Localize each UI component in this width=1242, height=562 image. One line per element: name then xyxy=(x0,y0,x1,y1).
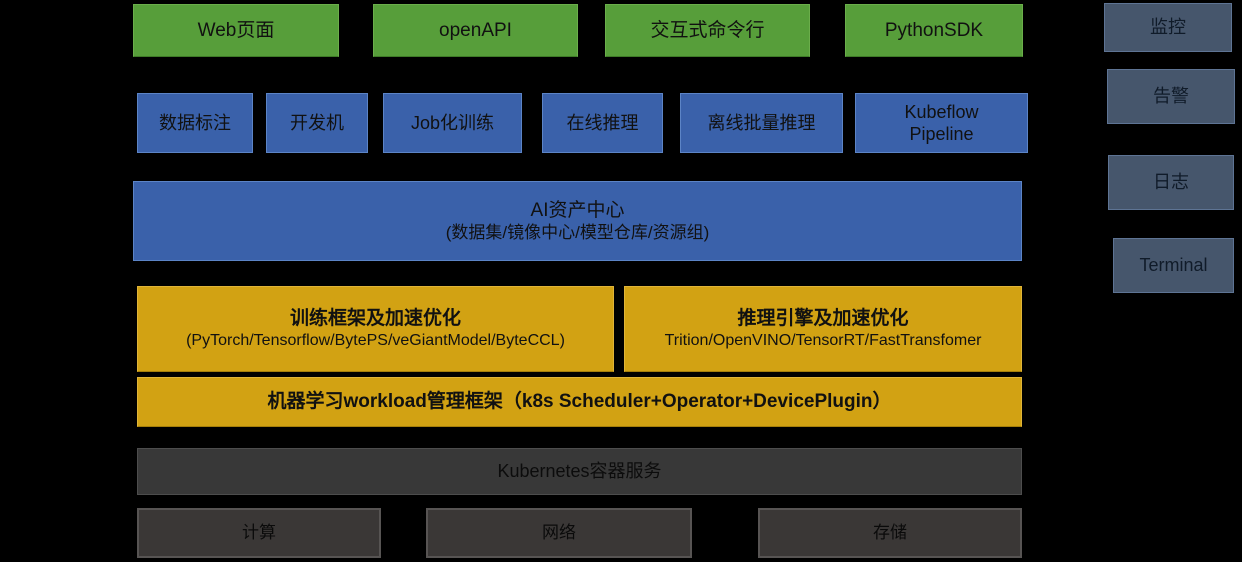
access-box-web-page-label: Web页面 xyxy=(197,19,275,41)
training-framework-title: 训练框架及加速优化 xyxy=(289,308,461,330)
module-box-data-annotation: 数据标注 xyxy=(137,93,253,153)
workload-management-label: 机器学习workload管理框架（k8s Scheduler+Operator+… xyxy=(267,391,892,413)
access-box-cli: 交互式命令行 xyxy=(605,4,810,57)
infra-box-compute-label: 计算 xyxy=(242,523,276,543)
workload-management-bar: 机器学习workload管理框架（k8s Scheduler+Operator+… xyxy=(137,377,1022,427)
module-box-kubeflow-pipeline-line2: Pipeline xyxy=(909,124,974,144)
kubernetes-service-label: Kubernetes容器服务 xyxy=(497,461,662,482)
module-box-job-training-label: Job化训练 xyxy=(410,112,495,133)
module-box-batch-inference: 离线批量推理 xyxy=(680,93,843,153)
ops-box-monitoring: 监控 xyxy=(1104,3,1232,52)
training-framework-box: 训练框架及加速优化 (PyTorch/Tensorflow/BytePS/veG… xyxy=(137,286,614,372)
access-box-openapi: openAPI xyxy=(373,4,578,57)
ops-box-monitoring-label: 监控 xyxy=(1150,17,1186,38)
access-box-python-sdk: PythonSDK xyxy=(845,4,1023,57)
module-box-kubeflow-pipeline-line1: Kubeflow xyxy=(904,101,979,122)
ops-box-alerting-label: 告警 xyxy=(1153,86,1189,107)
ai-asset-center-title: AI资产中心 xyxy=(530,199,625,221)
module-box-data-annotation-label: 数据标注 xyxy=(159,112,231,133)
ai-asset-center-box: AI资产中心 (数据集/镜像中心/模型仓库/资源组) xyxy=(133,181,1022,261)
access-box-web-page: Web页面 xyxy=(133,4,339,57)
ops-box-terminal: Terminal xyxy=(1113,238,1234,293)
ai-asset-center-subtitle: (数据集/镜像中心/模型仓库/资源组) xyxy=(445,223,710,243)
module-box-online-inference: 在线推理 xyxy=(542,93,663,153)
module-box-job-training: Job化训练 xyxy=(383,93,522,153)
inference-engine-box: 推理引擎及加速优化 Trition/OpenVINO/TensorRT/Fast… xyxy=(624,286,1022,372)
access-box-python-sdk-label: PythonSDK xyxy=(884,19,984,41)
access-box-openapi-label: openAPI xyxy=(439,19,512,41)
module-box-online-inference-label: 在线推理 xyxy=(566,112,639,133)
infra-box-network: 网络 xyxy=(426,508,692,558)
module-box-batch-inference-label: 离线批量推理 xyxy=(707,112,816,133)
inference-engine-subtitle: Trition/OpenVINO/TensorRT/FastTransfomer xyxy=(664,331,982,349)
infra-box-storage-label: 存储 xyxy=(873,523,907,543)
training-framework-subtitle: (PyTorch/Tensorflow/BytePS/veGiantModel/… xyxy=(186,331,565,349)
kubernetes-service-bar: Kubernetes容器服务 xyxy=(137,448,1022,495)
inference-engine-title: 推理引擎及加速优化 xyxy=(737,308,909,330)
infra-box-storage: 存储 xyxy=(758,508,1022,558)
module-box-kubeflow-pipeline: Kubeflow Pipeline xyxy=(855,93,1028,153)
module-box-dev-machine: 开发机 xyxy=(266,93,368,153)
ops-box-logs: 日志 xyxy=(1108,155,1234,210)
infra-box-compute: 计算 xyxy=(137,508,381,558)
ops-box-terminal-label: Terminal xyxy=(1139,255,1208,276)
ops-box-logs-label: 日志 xyxy=(1153,172,1189,193)
ops-box-alerting: 告警 xyxy=(1107,69,1235,124)
infra-box-network-label: 网络 xyxy=(542,523,576,543)
access-box-cli-label: 交互式命令行 xyxy=(650,19,765,41)
module-box-dev-machine-label: 开发机 xyxy=(290,112,344,133)
